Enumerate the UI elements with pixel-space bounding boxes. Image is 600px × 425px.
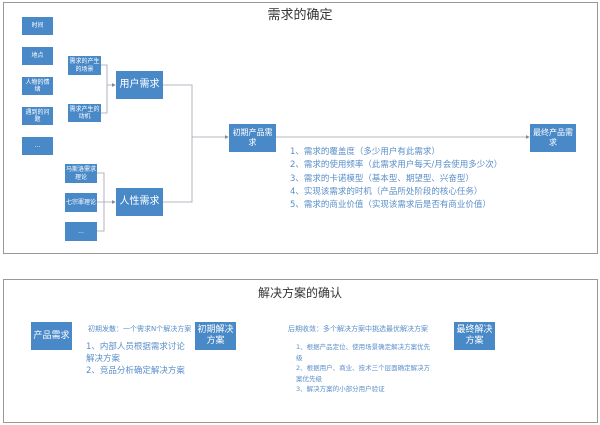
criteria-list: 1、需求的覆盖度（多少用户有此需求） 2、需求的使用频率（此需求用户每天/月会使… xyxy=(290,146,502,212)
phase2-item: 2、根据用户、商业、技术三个层面确定解决方案优先级 xyxy=(296,364,431,383)
factor-time: 时间 xyxy=(22,17,53,35)
criterion: 4、实现该需求的时机（产品所处阶段的核心任务） xyxy=(290,186,483,197)
final-solution-box: 最终解决方案 xyxy=(454,322,495,350)
source-motive: 需求产生的动机 xyxy=(68,104,101,122)
phase1-item: 1、内部人员根据需求讨论解决方案 xyxy=(86,342,185,364)
phase1-label: 初期发散：一个需求N个解决方案 xyxy=(88,325,192,333)
user-need-box: 用户需求 xyxy=(116,71,163,99)
phase2-list: 1、根据产品定位、使用场景确定解决方案优先级 2、根据用户、商业、技术三个层面确… xyxy=(296,342,436,395)
requirement-title: 需求的确定 xyxy=(267,8,333,23)
factor-place: 地点 xyxy=(22,47,53,65)
phase2-item: 1、根据产品定位、使用场景确定解决方案优先级 xyxy=(296,343,431,362)
criterion: 2、需求的使用频率（此需求用户每天/月会使用多少次） xyxy=(290,160,503,171)
factor-problem: 遇到的问题 xyxy=(22,107,53,125)
solution-panel xyxy=(3,279,598,423)
initial-solution-box: 初期解决方案 xyxy=(195,322,236,350)
criterion: 1、需求的覆盖度（多少用户有此需求） xyxy=(290,147,440,157)
phase1-item: 2、竞品分析确定解决方案 xyxy=(86,366,185,376)
factor-emotion: 人物的情绪 xyxy=(22,77,53,95)
solution-title: 解决方案的确认 xyxy=(257,286,342,300)
criterion: 5、需求的商业价值（实现该需求后是否有商业价值） xyxy=(290,200,491,211)
phase2-item: 3、解决方案的小部分用户验证 xyxy=(296,385,385,393)
product-need-box: 产品需求 xyxy=(31,322,72,350)
initial-product-need-box: 初期产品需求 xyxy=(229,124,276,152)
source-scene: 需求的产生的场景 xyxy=(68,56,101,75)
human-need-box: 人性需求 xyxy=(116,188,163,216)
final-product-need-box: 最终产品需求 xyxy=(530,124,576,152)
source-seven-sins: 七宗罪理论 xyxy=(65,193,97,212)
phase1-list: 1、内部人员根据需求讨论解决方案 2、竞品分析确定解决方案 xyxy=(86,341,192,377)
phase2-label: 后期收敛：多个解决方案中挑选最优解决方案 xyxy=(288,325,428,333)
requirement-panel xyxy=(3,2,598,254)
source-maslow: 马斯洛需求理论 xyxy=(65,164,97,183)
source-more: ... xyxy=(65,222,97,241)
criterion: 3、需求的卡诺模型（基本型、期望型、兴奋型） xyxy=(290,173,474,184)
factor-more: ... xyxy=(22,137,53,155)
